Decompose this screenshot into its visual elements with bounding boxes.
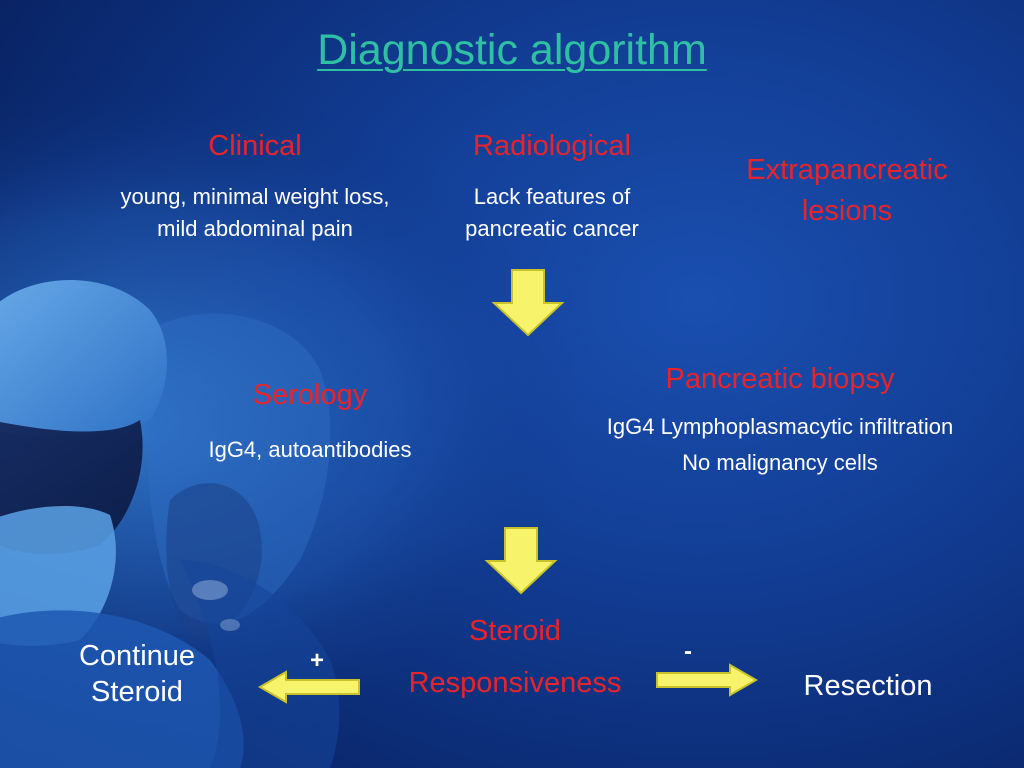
biopsy-description: IgG4 Lymphoplasmacytic infiltration No m… <box>540 416 1020 482</box>
steroid-line-1: Steroid <box>469 615 561 647</box>
serology-text: IgG4, autoantibodies <box>208 437 412 462</box>
clinical-description: young, minimal weight loss, mild abdomin… <box>80 181 430 245</box>
right-arrow-icon <box>656 663 759 697</box>
slide-title: Diagnostic algorithm <box>317 26 707 74</box>
clinical-line-2: mild abdominal pain <box>157 215 353 241</box>
continue-steroid-text: Continue Steroid <box>52 638 222 711</box>
down-arrow-icon <box>484 527 558 595</box>
steroid-responsiveness-heading: Steroid Responsiveness <box>365 617 665 698</box>
serology-heading: Serology <box>252 379 368 411</box>
steroid-line-2: Responsiveness <box>408 667 622 699</box>
radiological-description: Lack features of pancreatic cancer <box>402 181 702 245</box>
pancreatic-biopsy-heading: Pancreatic biopsy <box>665 363 895 395</box>
clinical-line-1: young, minimal weight loss, <box>120 184 390 209</box>
biopsy-line-1: IgG4 Lymphoplasmacytic infiltration <box>606 414 954 439</box>
resection-text: Resection <box>803 670 933 702</box>
positive-sign: + <box>310 647 325 674</box>
radiological-heading: Radiological <box>473 130 631 162</box>
extrapancreatic-line-1: Extrapancreatic <box>746 154 948 186</box>
negative-sign: - <box>684 638 692 665</box>
left-arrow-icon <box>257 670 360 704</box>
continue-line-2: Steroid <box>91 676 183 709</box>
biopsy-line-2: No malignancy cells <box>682 450 878 475</box>
radiological-line-1: Lack features of <box>473 184 631 209</box>
radiological-line-2: pancreatic cancer <box>465 215 639 241</box>
clinical-heading: Clinical <box>208 130 302 162</box>
continue-line-1: Continue <box>78 640 196 672</box>
extrapancreatic-line-2: lesions <box>801 194 893 227</box>
down-arrow-icon <box>491 269 565 337</box>
extrapancreatic-heading: Extrapancreatic lesions <box>697 150 997 231</box>
